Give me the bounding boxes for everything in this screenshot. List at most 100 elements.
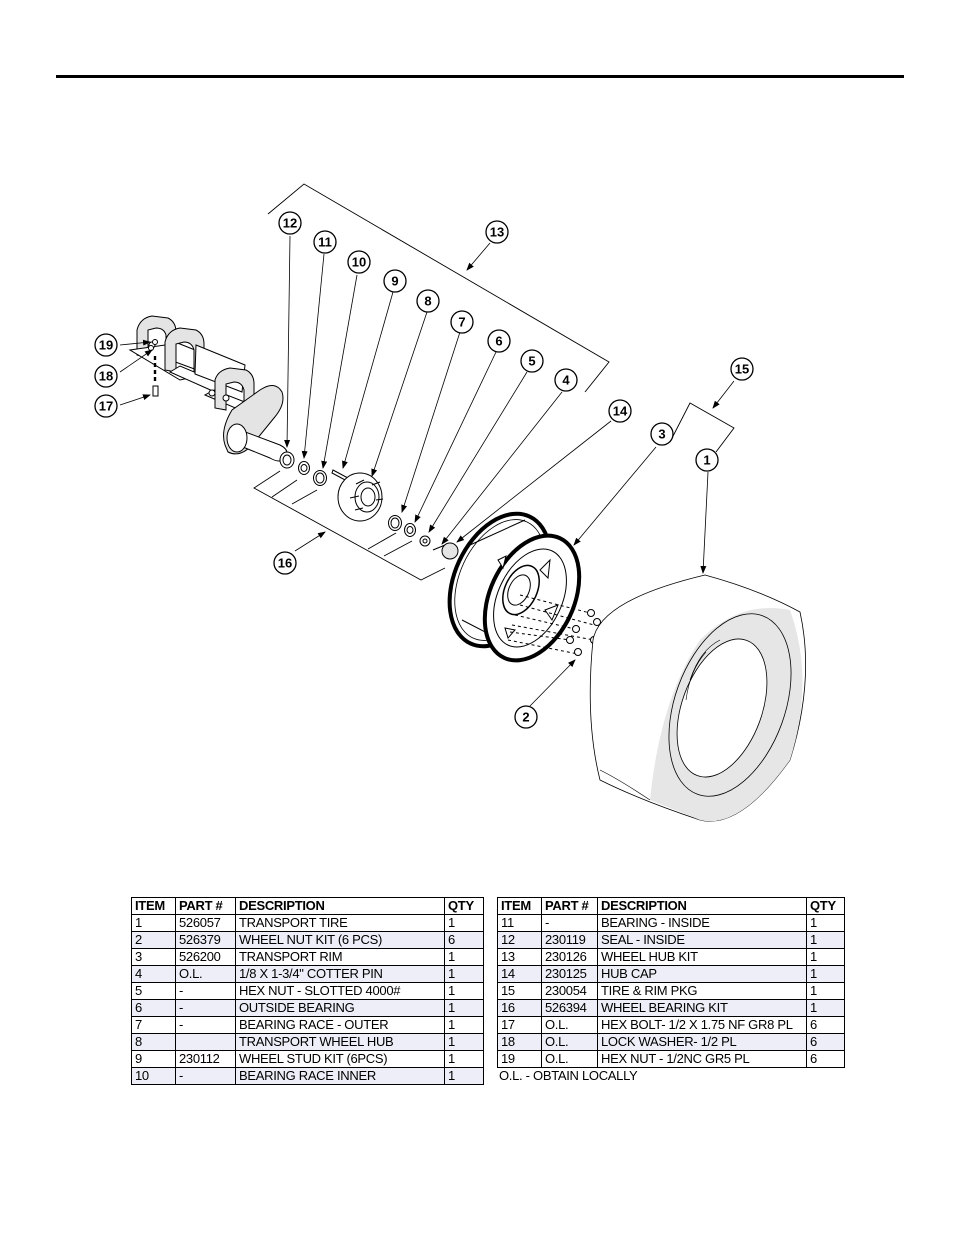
transport-rim-part — [447, 511, 582, 663]
cell-item: 2 — [131, 931, 176, 949]
cell-description: BEARING RACE INNER — [235, 1067, 445, 1085]
cell-item: 12 — [497, 931, 542, 949]
cell-item: 19 — [497, 1050, 542, 1068]
cell-qty: 1 — [806, 982, 845, 1000]
cell-qty: 1 — [444, 999, 484, 1017]
cell-qty: 1 — [444, 1016, 484, 1034]
table-row: 5-HEX NUT - SLOTTED 4000#1 — [131, 982, 484, 1000]
header-rule — [56, 75, 904, 78]
bearing-race-outer-part — [388, 515, 402, 531]
svg-text:18: 18 — [99, 369, 113, 384]
cell-qty: 1 — [444, 982, 484, 1000]
cell-part-number: 230112 — [175, 1050, 236, 1068]
svg-text:1: 1 — [703, 453, 710, 468]
hex-nut-slotted-part — [419, 535, 431, 547]
header-part-number: PART # — [541, 897, 598, 915]
cell-part-number: - — [175, 1067, 236, 1085]
cell-item: 11 — [497, 914, 542, 932]
callout-6: 6 — [487, 329, 511, 353]
cell-description: WHEEL NUT KIT (6 PCS) — [235, 931, 445, 949]
callout-3: 3 — [650, 422, 674, 446]
callout-15: 15 — [730, 357, 754, 381]
header-qty: QTY — [806, 897, 845, 915]
cell-item: 1 — [131, 914, 176, 932]
cell-part-number: O.L. — [541, 1050, 598, 1068]
svg-text:5: 5 — [528, 354, 535, 369]
callout-11: 11 — [313, 230, 337, 254]
cell-qty: 6 — [806, 1050, 845, 1068]
cell-part-number: O.L. — [541, 1033, 598, 1051]
header-qty: QTY — [444, 897, 484, 915]
cell-description: BEARING - INSIDE — [597, 914, 807, 932]
seal-inside-part — [279, 451, 295, 469]
svg-text:17: 17 — [99, 399, 113, 414]
callout-2: 2 — [514, 705, 538, 729]
callout-7: 7 — [450, 310, 474, 334]
leader-lines — [119, 235, 735, 707]
callout-5: 5 — [520, 349, 544, 373]
cell-part-number: 526200 — [175, 948, 236, 966]
bearing-inside-part — [298, 461, 310, 475]
cell-description: HEX BOLT- 1/2 X 1.75 NF GR8 PL — [597, 1016, 807, 1034]
cell-qty: 6 — [444, 931, 484, 949]
cell-part-number: 230119 — [541, 931, 598, 949]
cell-part-number: 526394 — [541, 999, 598, 1017]
transport-tire-part — [589, 574, 807, 822]
cell-part-number: - — [175, 1016, 236, 1034]
cell-item: 4 — [131, 965, 176, 983]
cell-item: 5 — [131, 982, 176, 1000]
cell-description: TRANSPORT WHEEL HUB — [235, 1033, 445, 1051]
cell-part-number: 230054 — [541, 982, 598, 1000]
cell-qty: 1 — [806, 999, 845, 1017]
hub-cap-part — [441, 542, 459, 560]
cell-part-number: 526057 — [175, 914, 236, 932]
cell-item: 16 — [497, 999, 542, 1017]
callout-9: 9 — [383, 269, 407, 293]
svg-text:19: 19 — [99, 338, 113, 353]
svg-text:12: 12 — [283, 216, 297, 231]
svg-text:8: 8 — [424, 294, 431, 309]
callout-1: 1 — [695, 448, 719, 472]
cell-qty: 1 — [444, 1067, 484, 1085]
cell-qty: 1 — [444, 1033, 484, 1051]
cell-description: WHEEL BEARING KIT — [597, 999, 807, 1017]
header-description: DESCRIPTION — [597, 897, 807, 915]
cell-description: TRANSPORT RIM — [235, 948, 445, 966]
callout-14: 14 — [608, 399, 632, 423]
cell-description: TRANSPORT TIRE — [235, 914, 445, 932]
cell-item: 8 — [131, 1033, 176, 1051]
svg-text:7: 7 — [458, 315, 465, 330]
callout-8: 8 — [416, 289, 440, 313]
cell-qty: 1 — [806, 931, 845, 949]
callout-4: 4 — [554, 368, 578, 392]
footnote-obtain-locally: O.L. - OBTAIN LOCALLY — [499, 1068, 638, 1083]
exploded-diagram: 12 11 10 9 8 7 6 5 4 13 14 15 3 1 2 16 1… — [0, 170, 954, 830]
cell-description: WHEEL HUB KIT — [597, 948, 807, 966]
cell-part-number: - — [175, 999, 236, 1017]
bracket-16 — [253, 470, 446, 581]
cell-qty: 1 — [444, 948, 484, 966]
table-header-row: ITEM PART # DESCRIPTION QTY — [497, 897, 845, 915]
cell-description: HEX NUT - SLOTTED 4000# — [235, 982, 445, 1000]
cell-description: WHEEL STUD KIT (6PCS) — [235, 1050, 445, 1068]
cell-qty: 1 — [444, 914, 484, 932]
cell-item: 18 — [497, 1033, 542, 1051]
svg-text:9: 9 — [391, 274, 398, 289]
callout-19: 19 — [94, 333, 118, 357]
header-part-number: PART # — [175, 897, 236, 915]
callout-10: 10 — [347, 250, 371, 274]
cotter-pin-part — [432, 544, 446, 551]
cell-qty: 1 — [444, 965, 484, 983]
svg-text:14: 14 — [613, 404, 628, 419]
